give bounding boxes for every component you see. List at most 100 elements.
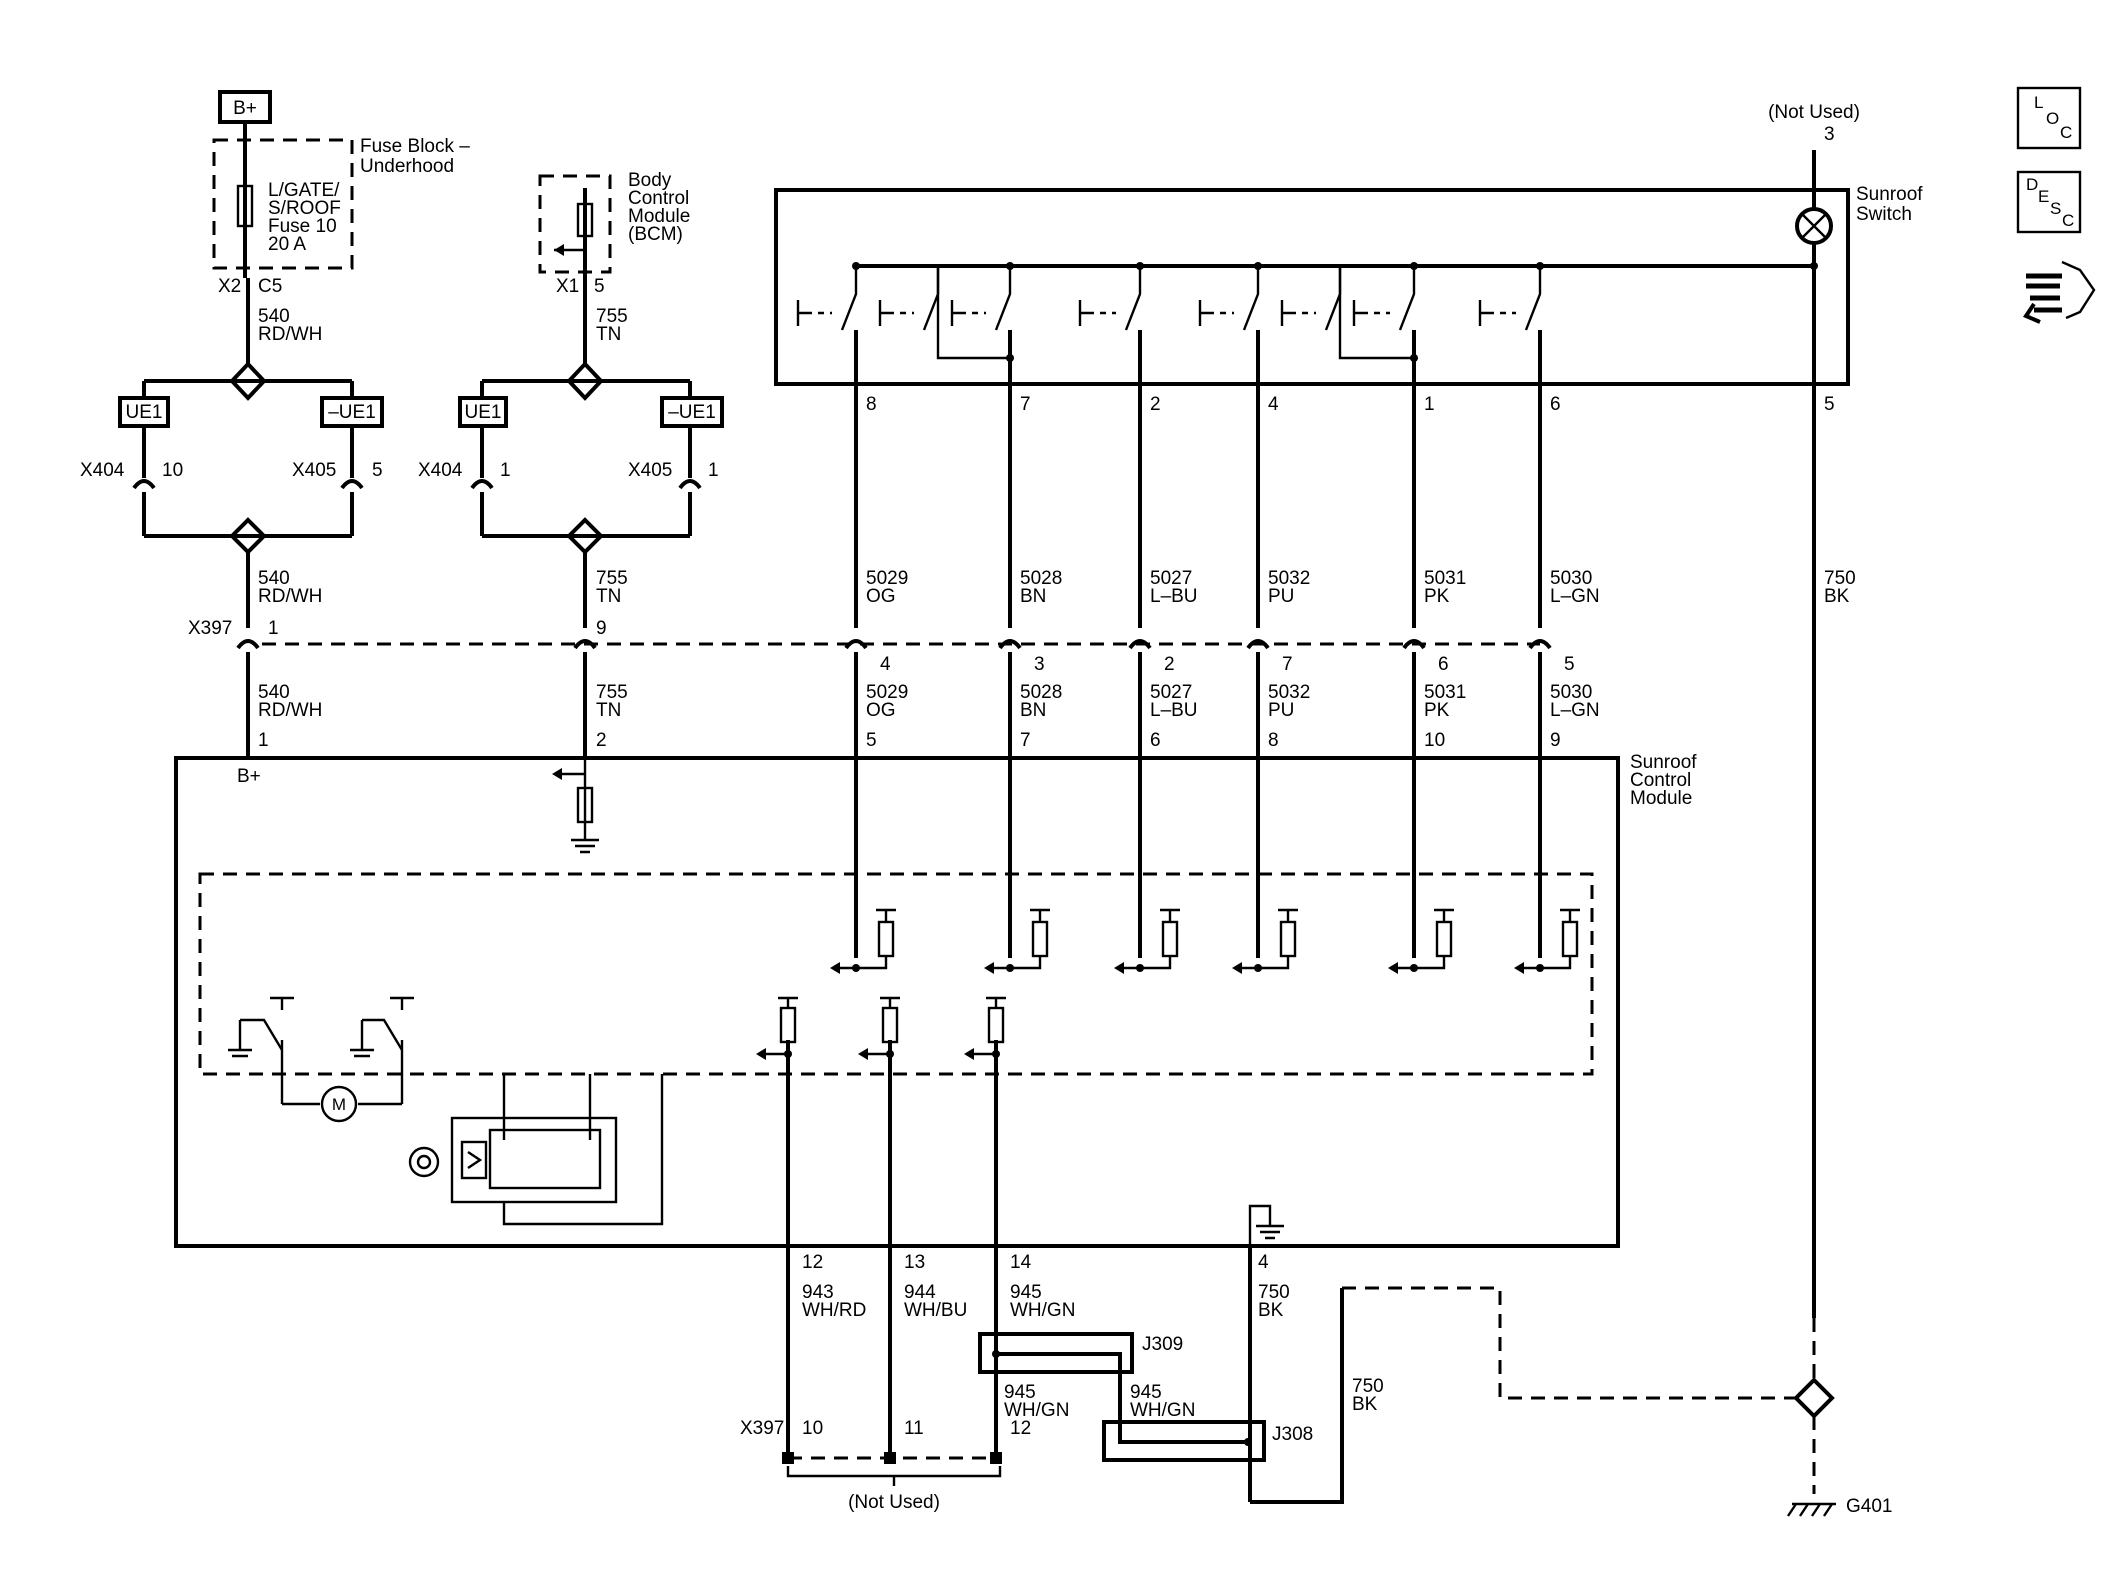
svg-text:5: 5 [1824,394,1835,415]
wire-number: 5029 [866,682,908,703]
svg-text:BK: BK [1352,1394,1378,1415]
svg-text:TN: TN [596,700,621,721]
not-used-label: (Not Used) [848,1492,940,1513]
wire-number: 5032 [1268,568,1310,589]
desc-button[interactable]: D E S C [2016,170,2082,234]
wire-color: PK [1424,700,1450,721]
svg-text:9: 9 [596,618,607,639]
resistor-icon [576,202,594,238]
svg-text:2: 2 [596,730,607,751]
motor-icon [320,1085,358,1123]
svg-text:Module: Module [628,206,690,227]
svg-text:Module: Module [1630,788,1692,809]
svg-text:750: 750 [1352,1376,1384,1397]
loc-button[interactable]: L O C [2016,86,2082,150]
svg-text:L: L [2034,93,2043,112]
input-pullup [984,908,1050,974]
ground-icon [571,838,599,854]
module-pin-label: 13 [904,1252,925,1273]
svg-text:C5: C5 [258,276,282,297]
svg-text:UE1: UE1 [126,402,163,423]
x397-pin-label: 3 [1034,654,1045,675]
x397-pin-label: 6 [1438,654,1449,675]
svg-text:540: 540 [258,568,290,589]
connector-x397 [844,639,868,650]
resistor-icon [987,1006,1005,1044]
ground-icon [1248,1204,1284,1246]
svg-text:540: 540 [258,682,290,703]
svg-text:X1: X1 [556,276,579,297]
switch-pin-label: 6 [1550,394,1561,415]
svg-text:J309: J309 [1142,1334,1183,1355]
x397-pin-label: 2 [1164,654,1175,675]
svg-text:D: D [2026,175,2038,194]
connector-x405 [340,479,364,490]
resistor-icon [881,1006,899,1044]
svg-text:945: 945 [1004,1382,1036,1403]
splice-diamond [1793,1377,1835,1419]
svg-text:755: 755 [596,306,628,327]
arrow-icon [1514,962,1524,974]
wire-number: 5028 [1020,682,1062,703]
svg-text:RD/WH: RD/WH [258,700,322,721]
arrow-icon [1388,962,1398,974]
x2-label: X2 [218,276,241,297]
desc-icon[interactable] [2016,170,2082,234]
switch-pin-label: 8 [866,394,877,415]
connector-view-icon[interactable] [2023,260,2096,324]
wire-number: 5028 [1020,568,1062,589]
wire-color: WH/BU [904,1300,967,1321]
connector-x397 [1128,639,1152,650]
switch-contact [1078,266,1142,331]
svg-text:X404: X404 [418,460,463,481]
module-pin-label: 14 [1010,1252,1032,1273]
svg-text:WH/GN: WH/GN [1130,1400,1195,1421]
arrow-icon [964,1048,974,1060]
svg-text:1: 1 [708,460,719,481]
x397-pin-label: 4 [880,654,891,675]
switch-contact [796,266,858,331]
svg-text:Fuse 10: Fuse 10 [268,216,337,237]
switch-pin-label: 2 [1150,394,1161,415]
output-pullup [756,996,798,1060]
wire-number: 5030 [1550,568,1592,589]
svg-text:750: 750 [1258,1282,1290,1303]
resistor-icon [1435,920,1453,958]
ground-g401-label: G401 [1846,1496,1892,1517]
svg-text:B+: B+ [237,766,261,787]
svg-text:X405: X405 [292,460,336,481]
wire-number: 5030 [1550,682,1592,703]
wire-color: L–BU [1150,700,1198,721]
fuse-label: L/GATE/ [268,180,340,201]
svg-text:945: 945 [1130,1382,1162,1403]
svg-text:RD/WH: RD/WH [258,324,322,345]
module-pin-label: 8 [1268,730,1279,751]
loc-icon[interactable] [2016,86,2082,150]
wire-color: OG [866,700,896,721]
fuse-block-title: Fuse Block – [360,136,470,157]
b-plus-label: B+ [233,98,257,119]
svg-text:–UE1: –UE1 [668,402,716,423]
svg-text:J308: J308 [1272,1424,1313,1445]
switch-contact [1280,266,1342,331]
svg-text:5: 5 [594,276,605,297]
svg-text:20 A: 20 A [268,234,306,255]
wire-number: 5031 [1424,568,1466,589]
arrow-icon [1232,962,1242,974]
switch-pin-label: 4 [1268,394,1279,415]
sunroof-control-module: Sunroof Control Module B+ M [174,752,1697,1248]
svg-text:S: S [2050,199,2061,218]
x397-pin-label: 7 [1282,654,1293,675]
svg-text:10: 10 [162,460,183,481]
sunroof-switch-outline [774,188,1850,386]
arrow-icon [756,1048,766,1060]
wire-color: WH/RD [802,1300,866,1321]
wire-number: 943 [802,1282,834,1303]
svg-text:755: 755 [596,682,628,703]
svg-text:X405: X405 [628,460,672,481]
